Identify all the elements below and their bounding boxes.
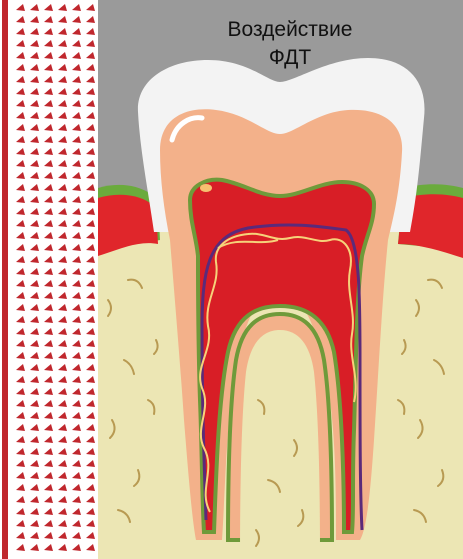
triangle-pattern (12, 4, 96, 555)
caption: Воздействие ФДТ (200, 16, 380, 72)
caption-line-2: ФДТ (200, 44, 380, 72)
caption-line-1: Воздействие (200, 16, 380, 44)
triangle-pattern-strip (0, 0, 98, 559)
inter-root-bone (240, 330, 320, 559)
tooth-illustration (98, 0, 463, 559)
highlight-small (200, 184, 212, 192)
pattern-border (2, 0, 8, 559)
